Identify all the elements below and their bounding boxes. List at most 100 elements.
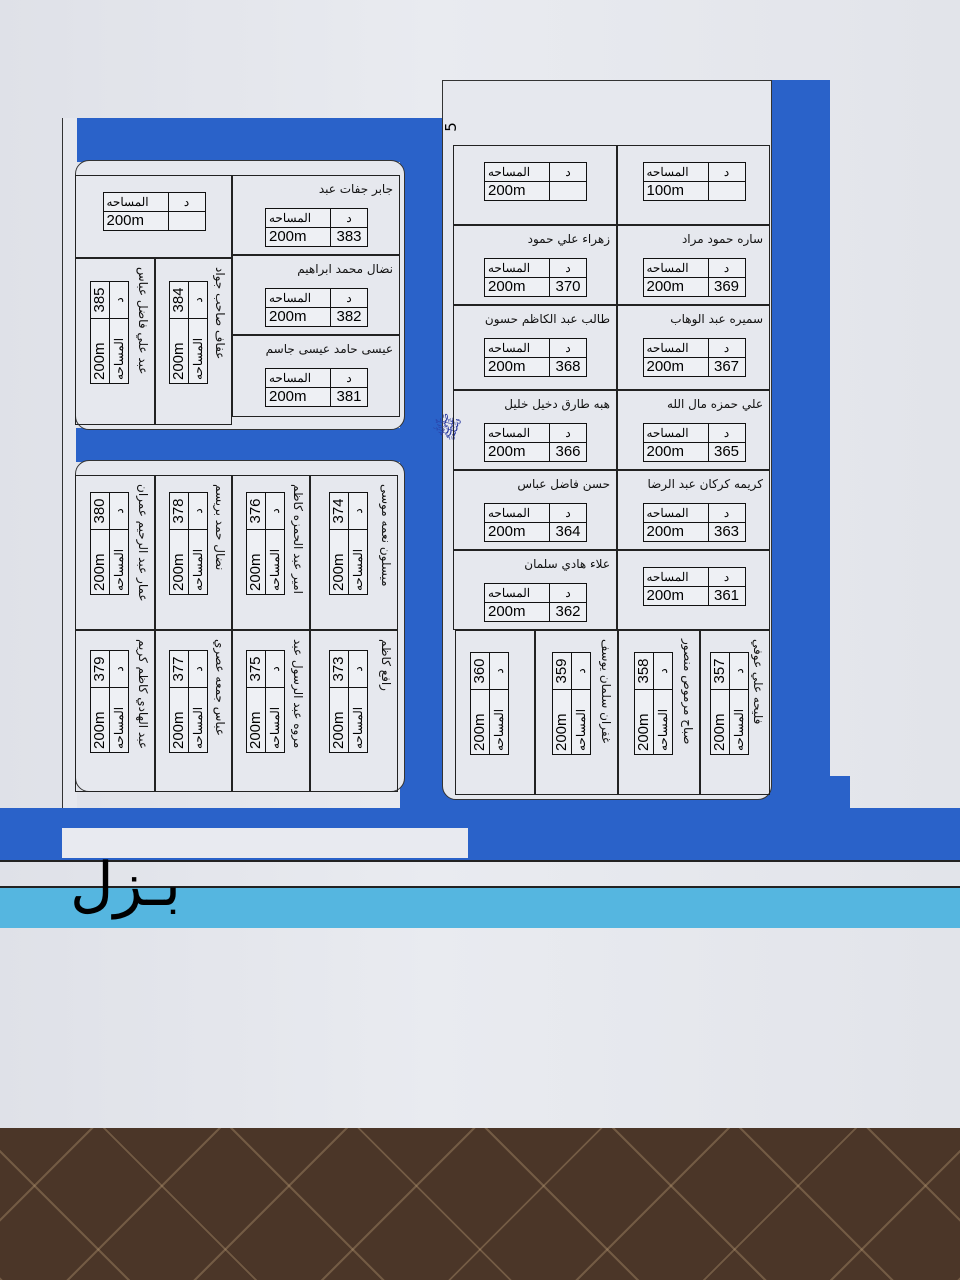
area-header: المساحه	[484, 503, 550, 523]
lot-number: 384	[169, 281, 188, 318]
area-header: المساحه	[484, 258, 550, 278]
area-header: المساحه	[109, 529, 129, 594]
plot-area: 200m	[329, 529, 349, 594]
area-header: المساحه	[188, 318, 207, 383]
owner-name: زهراء علي حمود	[527, 232, 610, 246]
area-header: المساحه	[188, 687, 207, 753]
lot-header: د	[707, 338, 746, 358]
plot-area: 100m	[642, 181, 709, 201]
lot-header: د	[489, 652, 509, 689]
lot-header: د	[549, 583, 587, 603]
area-header: المساحه	[642, 567, 709, 587]
lot-header: د	[167, 192, 206, 212]
lot-number: 382	[330, 307, 368, 327]
lot-number: 383	[330, 227, 368, 247]
road-top-left	[62, 118, 440, 162]
lot-header: د	[707, 258, 746, 278]
lot-header: د	[330, 208, 368, 228]
plot-area: 200m	[169, 529, 188, 594]
lot-header: د	[265, 650, 285, 688]
lot-number	[549, 181, 587, 201]
owner-name: جابر جفات عبد	[318, 182, 393, 196]
area-header: المساحه	[348, 529, 368, 594]
area-header: المساحه	[484, 583, 550, 603]
plot-area: 200m	[265, 307, 331, 327]
canal-label: بـزل	[70, 850, 181, 920]
owner-name: عباس جمعه عصري	[213, 639, 227, 736]
plot-area: 200m	[265, 387, 331, 407]
lot-header: د	[653, 652, 673, 689]
lot-header: د	[707, 567, 746, 587]
owner-name: علاء هادي سلمان	[524, 557, 610, 571]
plot-area: 200m	[484, 522, 550, 542]
plot-area: 200m	[265, 227, 331, 247]
owner-name: حسن فاضل عباس	[517, 477, 610, 491]
lot-header: د	[549, 423, 587, 443]
owner-name: امير عبد الحمزه كاظم	[291, 484, 305, 595]
area-header: المساحه	[653, 689, 673, 754]
plot-area: 200m	[169, 318, 188, 383]
lot-number: 381	[330, 387, 368, 407]
lot-header: د	[109, 650, 129, 688]
plot-area: 200m	[90, 687, 110, 753]
owner-name: طالب عبد الكاظم حسون	[484, 312, 610, 326]
lot-number: 362	[549, 602, 587, 622]
area-header: المساحه	[642, 503, 709, 523]
owner-name: ميسلون نعمه موسى	[379, 484, 393, 587]
plot-area: 200m	[642, 586, 709, 606]
lot-number	[167, 211, 206, 231]
plot-area: 200m	[246, 529, 266, 594]
lot-header: د	[571, 652, 590, 689]
lot-header: د	[707, 503, 746, 523]
area-header: المساحه	[265, 529, 285, 594]
plot-area: 200m	[484, 602, 550, 622]
owner-name: عفاف صاحب جواد	[213, 267, 227, 360]
plot-area: 200m	[484, 181, 550, 201]
owner-name: هبه طارق دخيل خليل	[504, 397, 610, 411]
plot-area: 200m	[552, 689, 571, 754]
